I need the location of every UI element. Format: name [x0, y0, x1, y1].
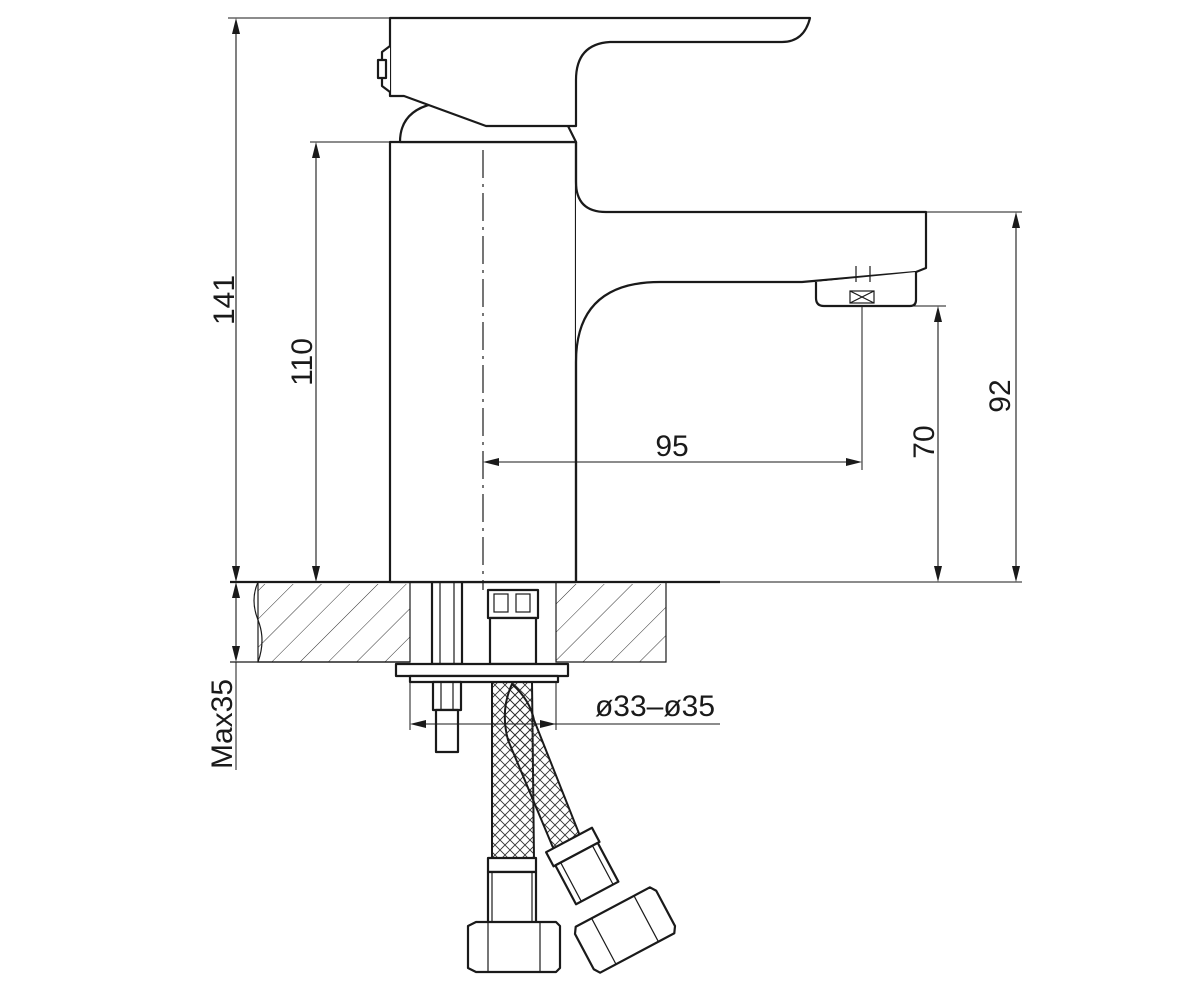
extension-lines	[228, 17, 1022, 730]
dimension-body-height: 110	[286, 142, 320, 582]
mounting-plate	[394, 662, 570, 684]
dimension-label-outlet-height: 70	[908, 425, 941, 458]
dimension-spout-top-height: 92	[984, 212, 1020, 582]
countertop	[230, 580, 720, 663]
dimension-total-height: 141	[208, 18, 241, 582]
faucet-spout	[574, 142, 928, 582]
faucet-handle-lever	[376, 16, 812, 144]
dimension-label-body-height: 110	[286, 338, 319, 386]
dimension-label-mounting-hole: ø33–ø35	[595, 690, 715, 723]
dimension-max-counter-thickness: Max35	[206, 582, 240, 770]
dimension-label-spout-reach: 95	[655, 430, 688, 463]
hose-connector-top	[486, 588, 540, 666]
dimension-label-total-height: 141	[208, 275, 241, 325]
dimension-spout-reach: 95	[483, 430, 862, 466]
dimension-label-spout-top-height: 92	[984, 379, 1017, 412]
dimension-outlet-height: 70	[908, 306, 942, 582]
mounting-stud	[430, 580, 464, 666]
mounting-nut	[431, 680, 463, 754]
dimension-mounting-hole: ø33–ø35	[410, 690, 720, 728]
flexible-hose-right	[503, 682, 677, 974]
dimension-label-max-counter-thickness: Max35	[206, 679, 239, 769]
